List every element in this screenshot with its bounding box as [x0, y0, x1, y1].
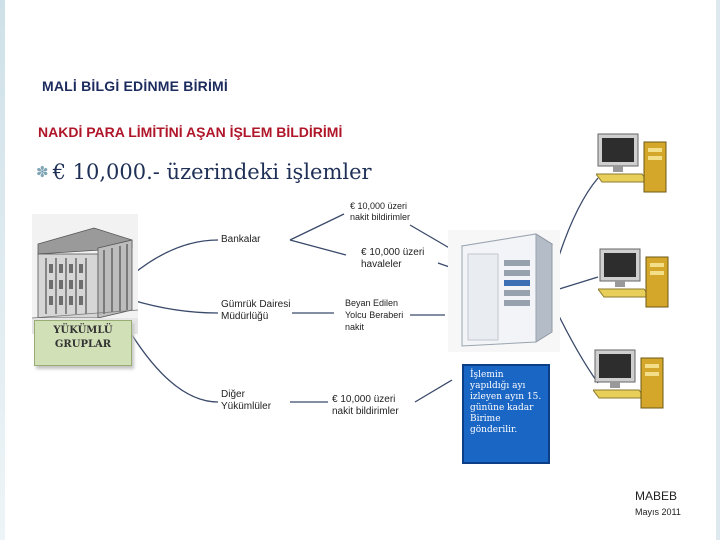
server-icon: [448, 230, 560, 352]
right-border: [716, 0, 720, 540]
line-server-other: [414, 379, 453, 403]
edge-label-other: € 10,000 üzeri nakit bildirimler: [332, 394, 399, 417]
computer-icon: [592, 346, 671, 424]
bullet-text: € 10,000.- üzerindeki işlemler: [52, 160, 372, 184]
line-bank-transfer: [289, 239, 347, 256]
line-server-pc3: [555, 309, 599, 384]
obligated-groups-label: YÜKÜMLÜ GRUPLAR: [53, 325, 113, 350]
edge-label-bank-transfer: € 10,000 üzeri havaleler: [361, 247, 425, 270]
edge-label-customs: Beyan Edilen Yolcu Beraberi nakit: [345, 298, 404, 332]
obligated-groups-box: YÜKÜMLÜ GRUPLAR: [34, 320, 132, 366]
deadline-callout: İşlemin yapıldığı ayı izleyen ayın 15. g…: [462, 364, 550, 464]
computer-icon: [597, 245, 676, 323]
line-group-bankalar: [131, 239, 219, 276]
bullet-icon: ✽: [36, 163, 49, 181]
unit-title: MALİ BİLGİ EDİNME BİRİMİ: [42, 78, 229, 94]
line-server-pc2: [555, 276, 599, 291]
node-bankalar: Bankalar: [221, 234, 261, 245]
line-group-gumruk: [131, 299, 219, 314]
slide-title: NAKDİ PARA LİMİTİNİ AŞAN İŞLEM BİLDİRİMİ: [38, 124, 343, 140]
node-gumruk: Gümrük Dairesi Müdürlüğü: [221, 299, 291, 322]
footer-org: MABEB: [635, 489, 678, 503]
node-diger: Diğer Yükümlüler: [221, 389, 272, 412]
computer-icon: [595, 130, 674, 208]
line-server-pc1: [555, 177, 599, 266]
line-group-diger: [131, 334, 219, 403]
footer-date: Mayıs 2011: [635, 507, 681, 517]
bullet-row: ✽€ 10,000.- üzerindeki işlemler: [36, 160, 372, 184]
left-border: [0, 0, 5, 540]
line-bank-cash: [289, 213, 345, 241]
bank-building-icon: [31, 214, 139, 334]
edge-label-bank-cash: € 10,000 üzeri nakit bildirimler: [350, 201, 411, 222]
